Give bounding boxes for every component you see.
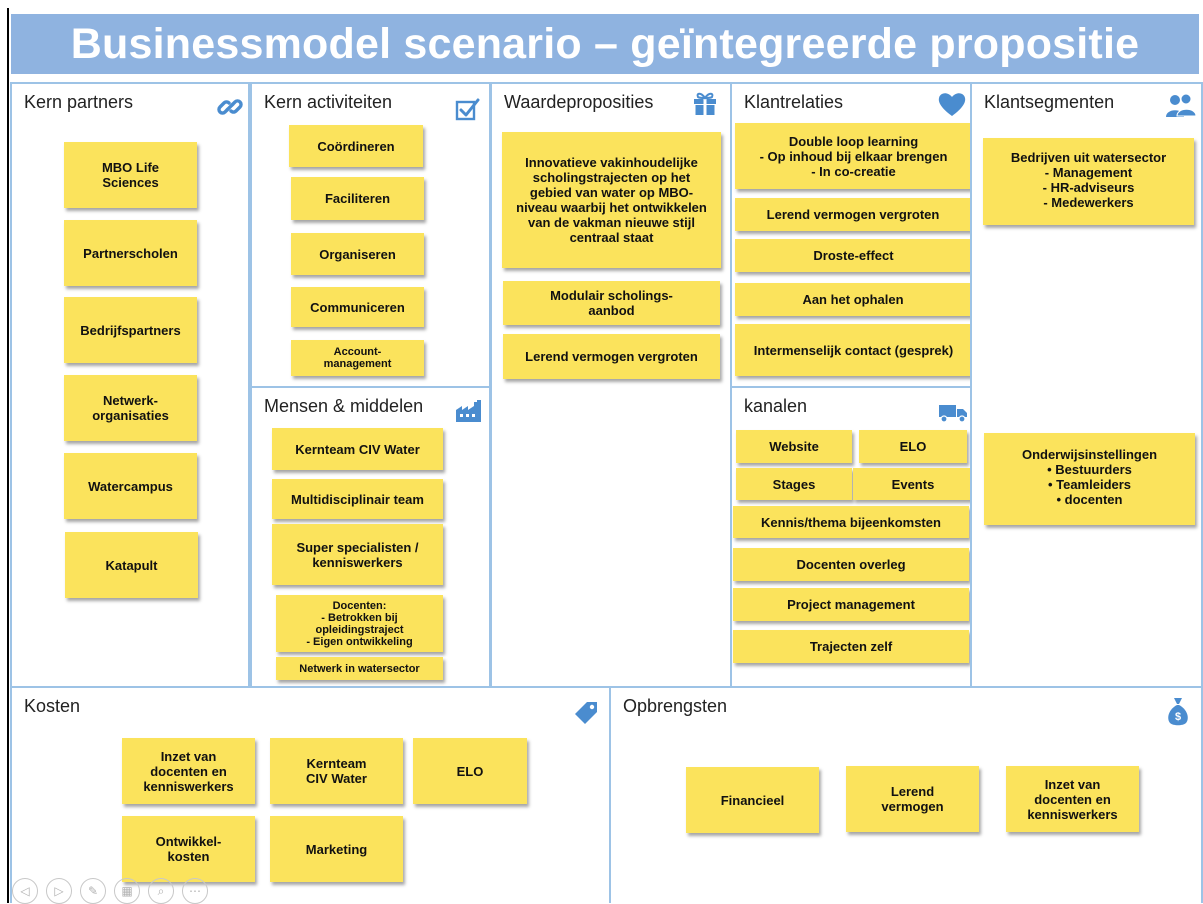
note-watercampus: Watercampus	[64, 453, 197, 519]
note-coordineren: Coördineren	[289, 125, 423, 167]
note-website: Website	[736, 430, 852, 463]
block-title-klantsegmenten: Klantsegmenten	[984, 92, 1115, 112]
pen-icon[interactable]: ✎	[80, 878, 106, 904]
note-lerend-vermogen-vergroten-wp: Lerend vermogen vergroten	[503, 334, 720, 379]
note-multidisciplinair-team: Multidisciplinair team	[272, 479, 443, 519]
note-faciliteren: Faciliteren	[291, 177, 424, 220]
note-financieel: Financieel	[686, 767, 819, 833]
zoom-icon[interactable]: ⌕	[148, 878, 174, 904]
note-modulair-scholingsaanbod: Modulair scholings-aanbod	[503, 281, 720, 325]
note-partnerscholen: Partnerscholen	[64, 220, 197, 286]
note-inzet-docenten-kosten: Inzet van docenten en kenniswerkers	[122, 738, 255, 804]
note-aan-het-ophalen: Aan het ophalen	[735, 283, 971, 316]
note-lerend-vermogen-vergroten-kr: Lerend vermogen vergroten	[735, 198, 971, 231]
note-lerend-vermogen-opbrengsten: Lerend vermogen	[846, 766, 979, 832]
more-options-icon[interactable]: ⋯	[182, 878, 208, 904]
note-docenten-overleg: Docenten overleg	[733, 548, 969, 581]
note-katapult: Katapult	[65, 532, 198, 598]
note-elo-kanaal: ELO	[859, 430, 967, 463]
link-icon	[217, 99, 243, 115]
people-icon	[1166, 93, 1197, 117]
block-klantrelaties: Klantrelaties Double loop learning - Op …	[730, 82, 972, 388]
block-kern-partners: Kern partners MBO Life Sciences Partners…	[10, 82, 250, 688]
block-kanalen: kanalen Website ELO Stages Events Kennis…	[730, 386, 973, 688]
note-double-loop-learning: Double loop learning - Op inhoud bij elk…	[735, 123, 972, 189]
note-elo-kosten: ELO	[413, 738, 527, 804]
block-opbrengsten: Opbrengsten $ Financieel Lerend vermogen…	[609, 686, 1203, 903]
money-bag-icon: $	[1168, 698, 1188, 726]
note-mbo-life-sciences: MBO Life Sciences	[64, 142, 197, 208]
note-innovatieve-scholingstrajecten: Innovatieve vakinhoudelijke scholingstra…	[502, 132, 721, 268]
block-kosten: Kosten Inzet van docenten en kenniswerke…	[10, 686, 611, 903]
heart-icon	[938, 93, 966, 116]
note-ontwikkelkosten: Ontwikkel-kosten	[122, 816, 255, 882]
block-title-waardeproposities: Waardeproposities	[504, 92, 654, 112]
note-droste-effect: Droste-effect	[735, 239, 972, 272]
note-kernteam-civ-water-kosten: Kernteam CIV Water	[270, 738, 403, 804]
previous-slide-icon[interactable]: ◁	[12, 878, 38, 904]
block-mensen-middelen: Mensen & middelen Kernteam CIV Water Mul…	[250, 386, 491, 688]
note-organiseren: Organiseren	[291, 233, 424, 275]
note-bedrijfspartners: Bedrijfspartners	[64, 297, 197, 363]
note-inzet-docenten-opbrengsten: Inzet van docenten en kenniswerkers	[1006, 766, 1139, 832]
tag-icon	[575, 702, 597, 724]
note-netwerk-organisaties: Netwerk-organisaties	[64, 375, 197, 441]
left-edge-line	[7, 8, 9, 903]
block-title-kern-partners: Kern partners	[24, 92, 134, 112]
block-title-kosten: Kosten	[24, 696, 81, 716]
note-stages: Stages	[736, 468, 852, 500]
svg-text:$: $	[1175, 711, 1181, 723]
note-kernteam-civ-water: Kernteam CIV Water	[272, 428, 443, 470]
gift-icon	[694, 92, 716, 115]
note-events: Events	[853, 468, 973, 500]
note-communiceren: Communiceren	[291, 287, 424, 327]
block-title-kanalen: kanalen	[744, 396, 808, 416]
note-project-management: Project management	[733, 588, 969, 621]
slides-grid-icon[interactable]: ▦	[114, 878, 140, 904]
note-kennis-thema-bijeenkomsten: Kennis/thema bijeenkomsten	[733, 506, 969, 538]
next-slide-icon[interactable]: ▷	[46, 878, 72, 904]
block-waardeproposities: Waardeproposities Innovatieve vakinhoude…	[490, 82, 732, 688]
note-marketing: Marketing	[270, 816, 403, 882]
slideshow-nav: ◁ ▷ ✎ ▦ ⌕ ⋯	[12, 878, 208, 904]
block-title-klantrelaties: Klantrelaties	[744, 92, 844, 112]
note-docenten: Docenten: - Betrokken bij opleidingstraj…	[276, 595, 443, 652]
note-super-specialisten: Super specialisten / kenniswerkers	[272, 524, 443, 585]
block-title-kern-activiteiten: Kern activiteiten	[264, 92, 393, 112]
note-bedrijven-uit-watersector: Bedrijven uit watersector - Management -…	[983, 138, 1194, 225]
factory-icon	[456, 400, 481, 422]
block-kern-activiteiten: Kern activiteiten Coördineren Facilitere…	[250, 82, 491, 388]
note-trajecten-zelf: Trajecten zelf	[733, 630, 969, 663]
truck-icon	[939, 405, 967, 423]
note-account-management: Account-management	[291, 340, 424, 376]
note-intermenselijk-contact: Intermenselijk contact (gesprek)	[735, 324, 972, 376]
note-netwerk-in-watersector: Netwerk in watersector	[276, 657, 443, 680]
note-onderwijsinstellingen: Onderwijsinstellingen • Bestuurders • Te…	[984, 433, 1195, 525]
checkbox-icon	[455, 98, 480, 121]
block-klantsegmenten: Klantsegmenten Bedrijven uit watersector…	[970, 82, 1203, 688]
block-title-opbrengsten: Opbrengsten	[623, 696, 728, 716]
page-title: Businessmodel scenario – geïntegreerde p…	[11, 14, 1199, 74]
block-title-mensen-middelen: Mensen & middelen	[264, 396, 424, 416]
